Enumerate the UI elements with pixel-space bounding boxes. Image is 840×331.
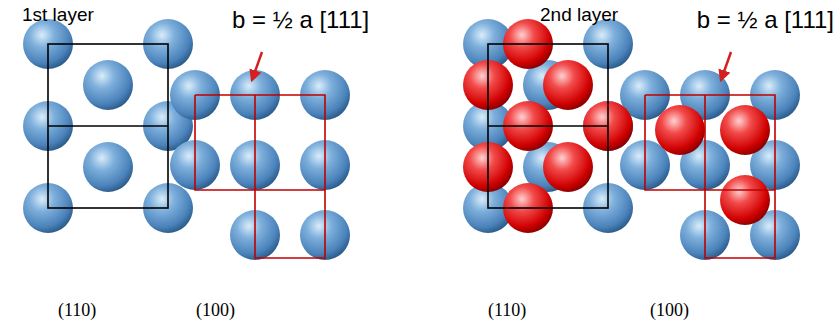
unit-cell-line bbox=[488, 125, 608, 127]
first-layer-atom bbox=[83, 60, 133, 110]
unit-cell-110 bbox=[488, 44, 608, 208]
burgers-arrow bbox=[252, 52, 262, 80]
plane-label: (110) bbox=[488, 300, 526, 321]
plane-label: (100) bbox=[650, 300, 689, 321]
burgers-vector: b = ½ a [111] bbox=[232, 6, 369, 34]
layer-title: 1st layer bbox=[22, 4, 94, 26]
layer-title: 2nd layer bbox=[540, 4, 618, 26]
second-layer-atom bbox=[655, 105, 705, 155]
plane-label: (100) bbox=[196, 300, 235, 321]
unit-cell-100 bbox=[645, 95, 775, 258]
plane-label: (110) bbox=[58, 300, 96, 321]
unit-cell-100 bbox=[195, 95, 325, 258]
second-layer-atom bbox=[720, 175, 770, 225]
second-layer-atom bbox=[543, 142, 593, 192]
first-layer-atom bbox=[83, 142, 133, 192]
unit-cell-line bbox=[48, 125, 168, 127]
unit-cell-110 bbox=[48, 44, 168, 208]
second-layer-atom bbox=[543, 60, 593, 110]
second-layer-atom bbox=[720, 105, 770, 155]
burgers-vector: b = ½ a [111] bbox=[697, 6, 834, 34]
burgers-arrow bbox=[721, 52, 731, 80]
